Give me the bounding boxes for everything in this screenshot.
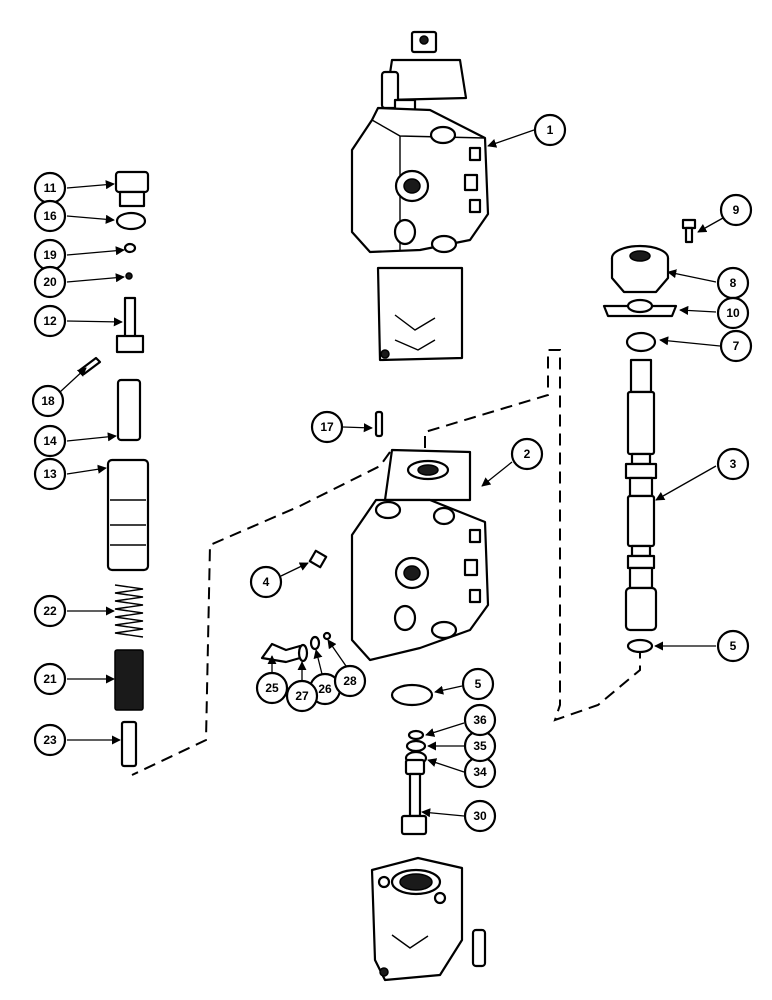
callout-12: 12 (33, 304, 67, 338)
svg-text:27: 27 (295, 689, 309, 703)
svg-text:21: 21 (43, 672, 57, 686)
callout-11: 11 (33, 171, 67, 205)
svg-text:9: 9 (733, 203, 740, 217)
callout-14: 14 (33, 424, 67, 458)
svg-text:12: 12 (43, 314, 57, 328)
svg-text:16: 16 (43, 209, 57, 223)
spring-22 (114, 584, 144, 638)
bottom-housing (370, 856, 487, 982)
callout-2: 2 (510, 437, 544, 471)
svg-text:22: 22 (43, 604, 57, 618)
svg-text:26: 26 (318, 682, 332, 696)
svg-text:30: 30 (473, 809, 487, 823)
callout-36: 36 (463, 703, 497, 737)
callout-28: 28 (333, 664, 367, 698)
svg-text:19: 19 (43, 248, 57, 262)
callout-17: 17 (310, 410, 344, 444)
spring-21 (114, 649, 144, 711)
callout-1: 1 (533, 113, 567, 147)
callout-4: 4 (249, 565, 283, 599)
callout-21: 21 (33, 662, 67, 696)
svg-text:20: 20 (43, 275, 57, 289)
svg-text:7: 7 (733, 339, 740, 353)
svg-text:17: 17 (320, 420, 334, 434)
callout-10: 10 (716, 296, 750, 330)
svg-text:18: 18 (41, 394, 55, 408)
svg-text:1: 1 (547, 123, 554, 137)
callout-34: 34 (463, 755, 497, 789)
svg-text:34: 34 (473, 765, 487, 779)
svg-text:13: 13 (43, 467, 57, 481)
callout-7: 7 (719, 329, 753, 363)
callout-25: 25 (255, 671, 289, 705)
callout-3: 3 (716, 447, 750, 481)
callout-8: 8 (716, 266, 750, 300)
svg-text:3: 3 (730, 457, 737, 471)
callout-19: 19 (33, 238, 67, 272)
small-parts-center (260, 410, 434, 836)
valve-section-upper (350, 30, 490, 362)
callout-13: 13 (33, 457, 67, 491)
spool-assembly-right (602, 218, 697, 654)
svg-text:11: 11 (44, 181, 57, 195)
callout-9: 9 (719, 193, 753, 227)
svg-text:28: 28 (343, 674, 357, 688)
svg-text:14: 14 (43, 434, 57, 448)
callout-5-right: 5 (716, 629, 750, 663)
callout-27: 27 (285, 679, 319, 713)
svg-text:4: 4 (263, 575, 270, 589)
callout-30: 30 (463, 799, 497, 833)
svg-text:2: 2 (524, 447, 531, 461)
callout-18: 18 (31, 384, 65, 418)
callout-16: 16 (33, 199, 67, 233)
callout-5-lower: 5 (461, 667, 495, 701)
svg-text:36: 36 (473, 713, 487, 727)
assembly-dashed-lines (131, 349, 641, 776)
svg-text:35: 35 (473, 739, 487, 753)
svg-text:10: 10 (726, 306, 740, 320)
svg-text:25: 25 (265, 681, 279, 695)
callout-23: 23 (33, 723, 67, 757)
svg-text:5: 5 (730, 639, 737, 653)
callout-20: 20 (33, 265, 67, 299)
svg-text:23: 23 (43, 733, 57, 747)
relief-valve-parts-left (78, 170, 150, 768)
svg-text:5: 5 (475, 677, 482, 691)
valve-section-lower (350, 448, 490, 662)
leader-lines (59, 129, 724, 818)
callout-22: 22 (33, 594, 67, 628)
svg-text:8: 8 (730, 276, 737, 290)
callout-35: 35 (463, 729, 497, 763)
